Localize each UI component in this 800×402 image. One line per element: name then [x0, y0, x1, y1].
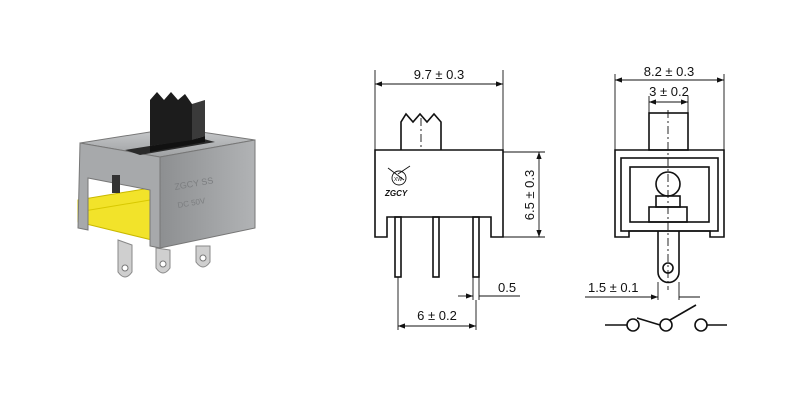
side-view-drawing: 8.2 ± 0.3 3 ± 0.2 1.5 ± 0.1	[585, 64, 725, 300]
front-view-drawing: 9.7 ± 0.3 XW ZGCY 6.5 ± 0.3 0.5 6 ± 0.2	[374, 67, 545, 330]
svg-text:ZGCY: ZGCY	[384, 189, 408, 198]
logo: XW ZGCY	[384, 165, 411, 198]
slide-switch-photo: ZGCY SS DC 50V	[77, 92, 256, 278]
spdt-switch-symbol	[605, 304, 727, 332]
svg-text:XW: XW	[394, 177, 402, 183]
height-dim-label: 6.5 ± 0.3	[522, 170, 537, 221]
pins	[394, 216, 480, 278]
side-pin-dim-label: 1.5 ± 0.1	[588, 280, 639, 295]
body-outline	[374, 149, 504, 238]
pin-width-dim-label: 0.5	[498, 280, 516, 295]
actuator	[150, 92, 205, 152]
width-dim-label: 9.7 ± 0.3	[414, 67, 465, 82]
pin-pitch-dim-label: 6 ± 0.2	[417, 308, 457, 323]
actuator-outline	[400, 112, 442, 150]
side-width-dim-label: 8.2 ± 0.3	[644, 64, 695, 79]
actuator-dim-label: 3 ± 0.2	[649, 84, 689, 99]
terminal-pins	[117, 239, 211, 278]
